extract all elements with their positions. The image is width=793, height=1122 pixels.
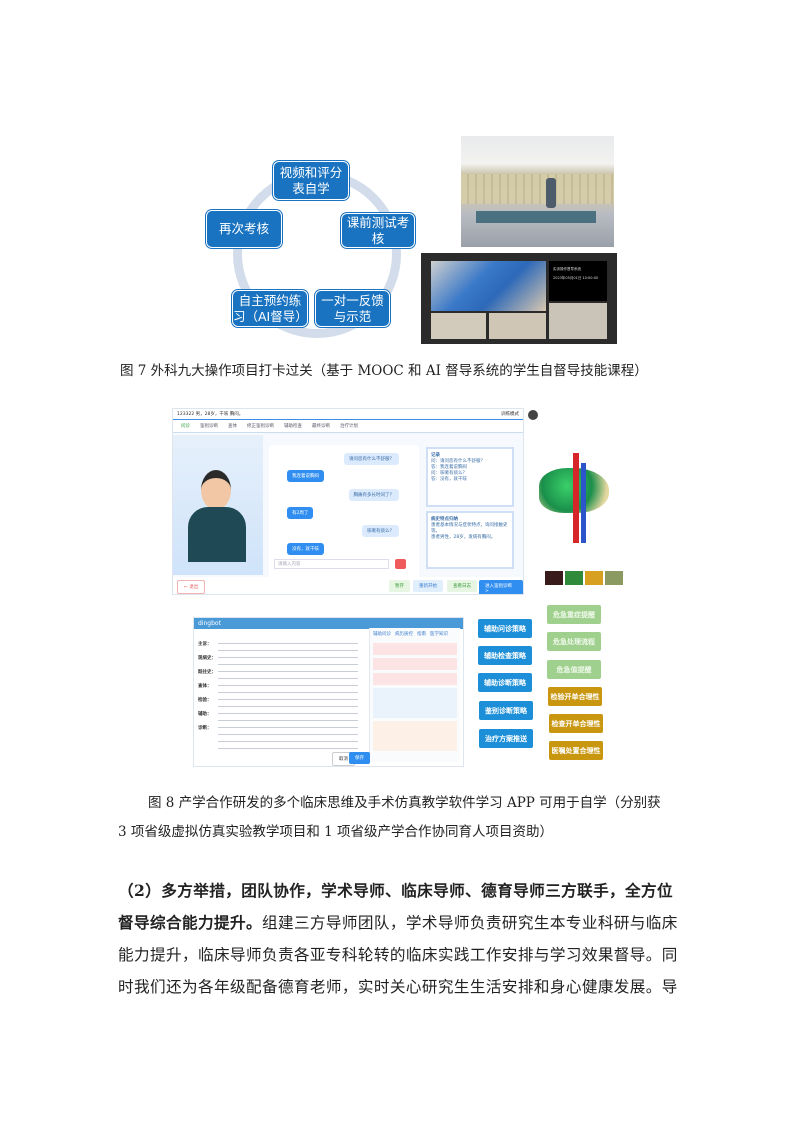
tab-final[interactable]: 最终诊断 xyxy=(312,424,330,429)
strategy-button[interactable]: 鉴别诊断策略 xyxy=(479,701,533,720)
consultation-app-screenshot: 123322 男，28岁，干咳 胸闷。 训练模式 问诊 鉴别诊断 查体 修正鉴别… xyxy=(172,408,524,595)
mode-label: 训练模式 xyxy=(501,412,519,417)
tab-inquiry[interactable]: 问诊 xyxy=(181,424,190,429)
strategy-button[interactable]: 治疗方案推送 xyxy=(479,729,533,748)
save-draft-button[interactable]: 暂存 xyxy=(389,580,410,592)
clinical-decision-app-screenshot: dingbot 主诉： 现病史： 既往史： 查体： 检验： 辅助： 诊断： 辅助… xyxy=(193,617,464,767)
cycle-step-5: 再次考核 xyxy=(206,210,282,248)
tab-differential[interactable]: 鉴别诊断 xyxy=(200,424,218,429)
tab-exam[interactable]: 查体 xyxy=(228,424,237,429)
field-label: 检验： xyxy=(198,698,212,703)
strategy-button[interactable]: 辅助诊断策略 xyxy=(478,673,532,692)
alert-button[interactable]: 危急处理流程 xyxy=(547,632,601,651)
monitor-title: 实训操作督导系统 xyxy=(553,267,581,271)
side-tab[interactable]: 病历质控 xyxy=(395,632,413,637)
field-label: 诊断： xyxy=(198,726,212,731)
strategy-button[interactable]: 辅助问诊策略 xyxy=(478,619,532,638)
figure8-caption-line1: 图 8 产学合作研发的多个临床思维及手术仿真教学软件学习 APP 可用于自学（分… xyxy=(148,795,661,811)
body-text: 能力提升，临床导师负责各亚专科轮转的临床实践工作安排与学习效果督导。同 xyxy=(118,946,678,964)
workflow-tabs: 问诊 鉴别诊断 查体 修正鉴别诊断 辅助检查 最终诊断 治疗计划 xyxy=(173,420,523,433)
tab-plan[interactable]: 治疗计划 xyxy=(340,424,358,429)
summary-title: 病史特点归纳 xyxy=(431,517,458,522)
check-button[interactable]: 检验开单合理性 xyxy=(548,687,602,706)
record-line: 问：咳嗽有痰么？ xyxy=(431,471,467,476)
section-heading: （2）多方举措，团队协作，学术导师、临床导师、德育导师三方联手，全方位 xyxy=(118,881,674,900)
field-label: 辅助： xyxy=(198,712,212,717)
training-room-photo xyxy=(461,136,614,247)
patient-info: 123322 男，28岁，干咳 胸闷。 xyxy=(177,412,244,417)
section-heading-cont: 督导综合能力提升。 xyxy=(118,913,262,932)
3d-liver-model-screenshot xyxy=(525,408,625,590)
cycle-step-1: 视频和评分表自学 xyxy=(273,161,349,200)
record-line: 问：请问您有什么不舒服？ xyxy=(431,459,485,464)
exit-button[interactable]: ← 退出 xyxy=(177,580,206,594)
field-label: 既往史： xyxy=(198,670,216,675)
restart-button[interactable]: 重新开始 xyxy=(413,580,443,592)
summary-text[interactable]: 患者男性，28岁，发病有胸闷。 xyxy=(431,535,496,540)
summary-panel: 病史特点归纳 患者基本情况与症状特点，询问接触史等。 患者男性，28岁，发病有胸… xyxy=(426,511,514,569)
chat-patient-1: 我连着说胸闷 xyxy=(287,470,324,482)
field-label: 现病史： xyxy=(198,656,216,661)
field-label: 主诉： xyxy=(198,642,212,647)
body-text: 时我们还为各年级配备德育老师，实时关心研究生生活安排和身心健康发展。导 xyxy=(118,978,678,996)
cycle-step-3: 一对一反馈与示范 xyxy=(315,290,390,327)
figure7-caption: 图 7 外科九大操作项目打卡过关（基于 MOOC 和 AI 督导系统的学生自督导… xyxy=(120,363,648,379)
tab-aux[interactable]: 辅助检查 xyxy=(284,424,302,429)
side-tab[interactable]: 指南 xyxy=(417,632,426,637)
next-step-button[interactable]: 进入鉴别诊断 > xyxy=(479,580,523,594)
side-tab[interactable]: 医学知识 xyxy=(430,632,448,637)
figure8-caption-line2: 3 项省级虚拟仿真实验教学项目和 1 项省级产学合作协同育人项目资助） xyxy=(118,824,554,840)
chat-doctor-3: 咳嗽有痰么？ xyxy=(362,525,399,537)
confirm-button[interactable]: 保存 xyxy=(349,752,370,764)
body-text: 组建三方导师团队，学术导师负责研究生本专业科研与临床 xyxy=(261,914,678,932)
check-button[interactable]: 检查开单合理性 xyxy=(549,714,603,733)
cycle-step-4: 自主预约练习（AI督导） xyxy=(232,290,308,327)
side-tab[interactable]: 辅助问诊 xyxy=(373,632,391,637)
check-button[interactable]: 医嘱处置合理性 xyxy=(549,741,603,760)
chat-input[interactable]: 请输入内容 xyxy=(274,559,389,569)
monitor-time: 2023年05月01日 10:00:00 xyxy=(553,276,599,280)
record-line: 答：没有，就干咳 xyxy=(431,477,467,482)
chat-patient-2: 有2周了 xyxy=(287,507,314,519)
cycle-step-2: 课前测试考核 xyxy=(341,213,415,248)
surgery-monitor-photo: 实训操作督导系统 2023年05月01日 10:00:00 xyxy=(421,253,617,344)
chat-doctor-1: 请问您有什么不舒服？ xyxy=(344,453,399,465)
summary-hint: 患者基本情况与症状特点，询问接触史等。 xyxy=(431,523,508,534)
body-paragraph-line: 督导综合能力提升。组建三方导师团队，学术导师负责研究生本专业科研与临床 xyxy=(118,907,678,939)
record-line: 答：我连着说胸闷 xyxy=(431,465,467,470)
app-brand: dingbot xyxy=(194,618,463,629)
alert-button[interactable]: 危急重症提醒 xyxy=(547,605,601,624)
view-log-button[interactable]: 查看日志 xyxy=(447,580,477,592)
record-title: 记录 xyxy=(431,453,440,458)
patient-avatar-scene xyxy=(173,435,263,575)
strategy-button[interactable]: 辅助检查策略 xyxy=(478,646,532,665)
chat-patient-3: 没有，就干咳 xyxy=(287,543,324,555)
record-panel: 记录 问：请问您有什么不舒服？ 答：我连着说胸闷 问：咳嗽有痰么？ 答：没有，就… xyxy=(426,447,514,507)
send-button[interactable] xyxy=(395,559,406,569)
field-label: 查体： xyxy=(198,684,212,689)
chat-doctor-2: 胸痛有多长时间了？ xyxy=(348,489,399,501)
alert-button[interactable]: 危急值提醒 xyxy=(547,660,601,679)
chat-panel: 请问您有什么不舒服？ 我连着说胸闷 胸痛有多长时间了？ 有2周了 咳嗽有痰么？ … xyxy=(269,445,419,585)
tab-revise[interactable]: 修正鉴别诊断 xyxy=(247,424,274,429)
